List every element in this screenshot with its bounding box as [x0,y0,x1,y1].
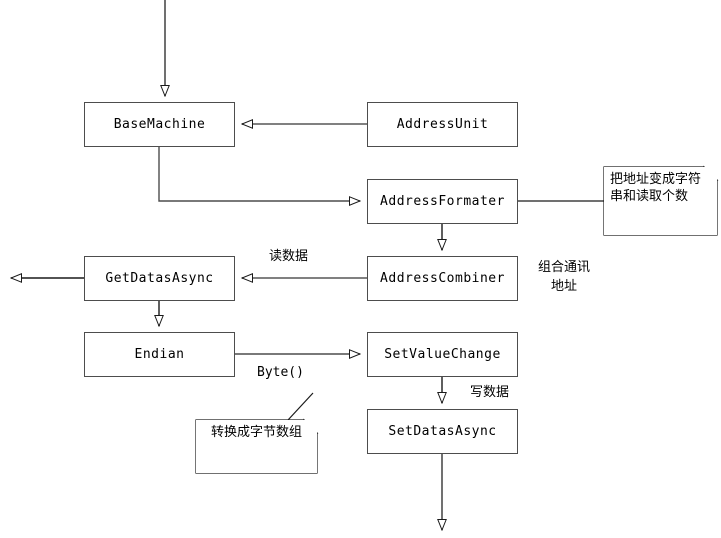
note-connector-byte-array [287,392,314,421]
edge-label-write-data: 写数据 [470,385,510,400]
node-label: AddressFormater [380,194,505,209]
note-text: 转换成字节数组 [210,425,302,440]
node-endian[interactable]: Endian [84,332,235,377]
node-address-unit[interactable]: AddressUnit [367,102,518,147]
node-set-value-change[interactable]: SetValueChange [367,332,518,377]
node-address-combiner[interactable]: AddressCombiner [367,256,518,301]
note-address-format: 把地址变成字符串和读取个数 [604,167,717,235]
node-label: BaseMachine [113,117,206,132]
edge-label-byte-call: Byte() [257,365,304,380]
node-label: SetValueChange [384,347,501,362]
node-label: AddressUnit [396,117,489,132]
node-set-datas-async[interactable]: SetDatasAsync [367,409,518,454]
note-text: 把地址变成字符串和读取个数 [610,172,702,204]
node-address-formater[interactable]: AddressFormater [367,179,518,224]
edge-label-read-data: 读数据 [269,249,309,264]
note-byte-array: 转换成字节数组 [196,420,317,473]
node-label: GetDatasAsync [105,271,214,286]
node-base-machine[interactable]: BaseMachine [84,102,235,147]
node-get-datas-async[interactable]: GetDatasAsync [84,256,235,301]
node-label: SetDatasAsync [388,424,497,439]
node-label: Endian [134,347,185,362]
node-label: AddressCombiner [380,271,505,286]
edge-label-combine-address: 组合通讯地址 [537,260,590,294]
edge-base-machine-to-address-formater [158,147,360,201]
